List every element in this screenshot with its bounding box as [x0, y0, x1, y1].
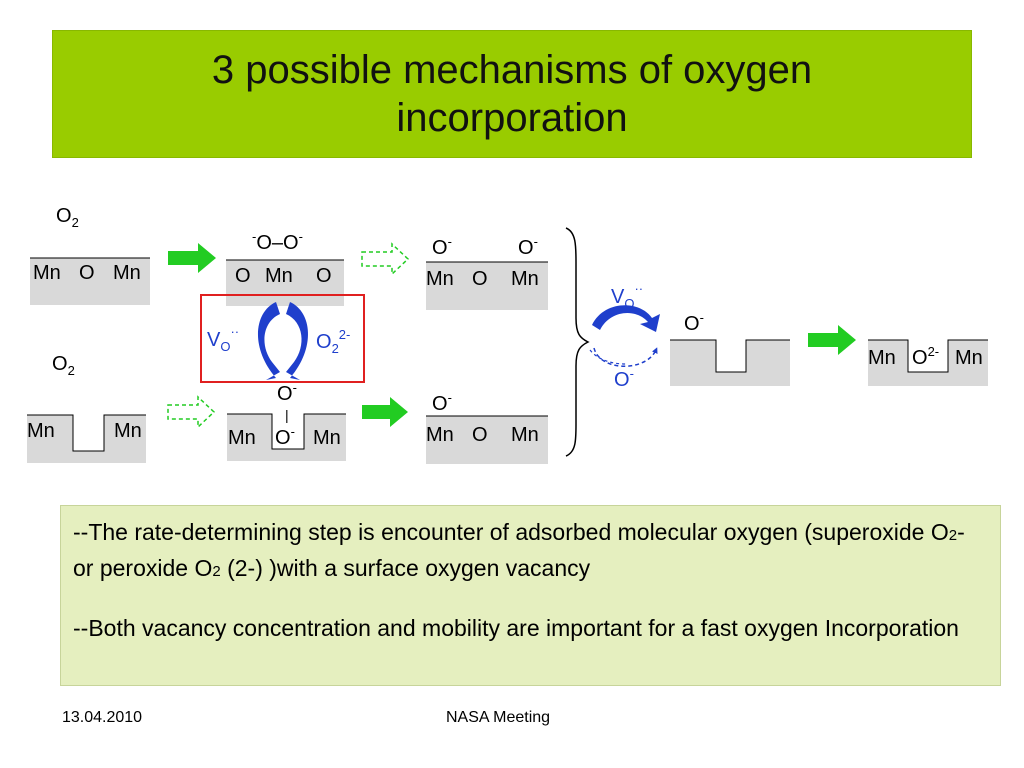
surface-vacancy-2 [227, 413, 346, 461]
dashed-blue-arrow [593, 347, 658, 367]
dashed-arrow-2 [167, 395, 216, 429]
mn-label: Mn [228, 427, 256, 449]
dashed-blue-arrow-inner [589, 349, 627, 365]
note-1-text-a: --The rate-determining step is encounter… [73, 519, 949, 545]
dashed-arrow-1 [361, 242, 410, 276]
mn-label: Mn [265, 265, 293, 287]
mn-label: Mn [955, 347, 983, 369]
peroxide-label: -O–O- [252, 229, 303, 254]
title-line-1: 3 possible mechanisms of oxygen [211, 48, 813, 92]
title-bar: 3 possible mechanisms of oxygen incorpor… [52, 30, 972, 158]
title-line-2: incorporation [396, 96, 628, 140]
note-1-text-c: (2-) )with a surface oxygen vacancy [220, 555, 591, 581]
o-minus-label: O- [275, 424, 295, 449]
o-minus-label: O- [432, 390, 452, 415]
o-label: O [235, 265, 251, 287]
mn-label: Mn [511, 268, 539, 290]
surface-vacancy-1 [27, 414, 146, 463]
o-minus-label: O- [277, 380, 297, 405]
mechanism-diagram: O2 Mn O Mn -O–O- O Mn O O- O- Mn O Mn VO… [27, 205, 988, 464]
surface-4-flat [426, 415, 548, 464]
note-1-text-b: - or peroxide O [73, 519, 965, 581]
o2-label-1: O2 [56, 205, 79, 230]
green-arrow-1 [168, 243, 216, 273]
green-arrow-2 [362, 397, 408, 427]
footer-title: NASA Meeting [446, 709, 551, 726]
blue-curved-arrow-right [286, 302, 309, 380]
mn-label: Mn [511, 424, 539, 446]
red-highlight-box [200, 294, 365, 383]
o-label: O [79, 262, 95, 284]
o-minus-label: O- [432, 234, 452, 259]
mn-label: Mn [113, 262, 141, 284]
o-label: O [472, 268, 488, 290]
mn-label: Mn [868, 347, 896, 369]
green-arrow-3 [808, 325, 856, 355]
mn-label: Mn [313, 427, 341, 449]
o-minus-label: O- [518, 234, 538, 259]
page-title: 3 possible mechanisms of oxygen incorpor… [212, 46, 812, 142]
notes-box: --The rate-determining step is encounter… [60, 505, 1001, 686]
o2-label-2: O2 [52, 353, 75, 378]
mn-label: Mn [426, 268, 454, 290]
bond-line: | [285, 407, 289, 423]
mn-label: Mn [27, 420, 55, 442]
surface-3-flat [426, 261, 548, 310]
o-minus-label: O- [684, 310, 704, 335]
o-2minus-label: O2- [912, 344, 939, 369]
surface-vacancy-3 [670, 339, 790, 386]
note-2: --Both vacancy concentration and mobilit… [73, 615, 959, 641]
vo-label: VO·· [207, 324, 239, 354]
surface-2-flat [226, 259, 344, 306]
surface-1-flat [30, 257, 150, 305]
note-1-sub: 2 [948, 527, 958, 544]
o2-2minus-label: O22- [316, 327, 350, 356]
note-1-sub: 2 [212, 563, 221, 580]
note-1: --The rate-determining step is encounter… [73, 516, 988, 588]
blue-curved-arrow-left [257, 302, 280, 380]
o-label: O [316, 265, 332, 287]
footer-date: 13.04.2010 [62, 709, 143, 726]
vo-label: VO·· [611, 281, 643, 311]
curly-brace [565, 227, 590, 457]
blue-arrow-top [592, 305, 660, 332]
mn-label: Mn [114, 420, 142, 442]
o-label: O [472, 424, 488, 446]
mn-label: Mn [33, 262, 61, 284]
o-minus-label: O- [614, 366, 634, 391]
mn-label: Mn [426, 424, 454, 446]
surface-final [868, 339, 988, 386]
